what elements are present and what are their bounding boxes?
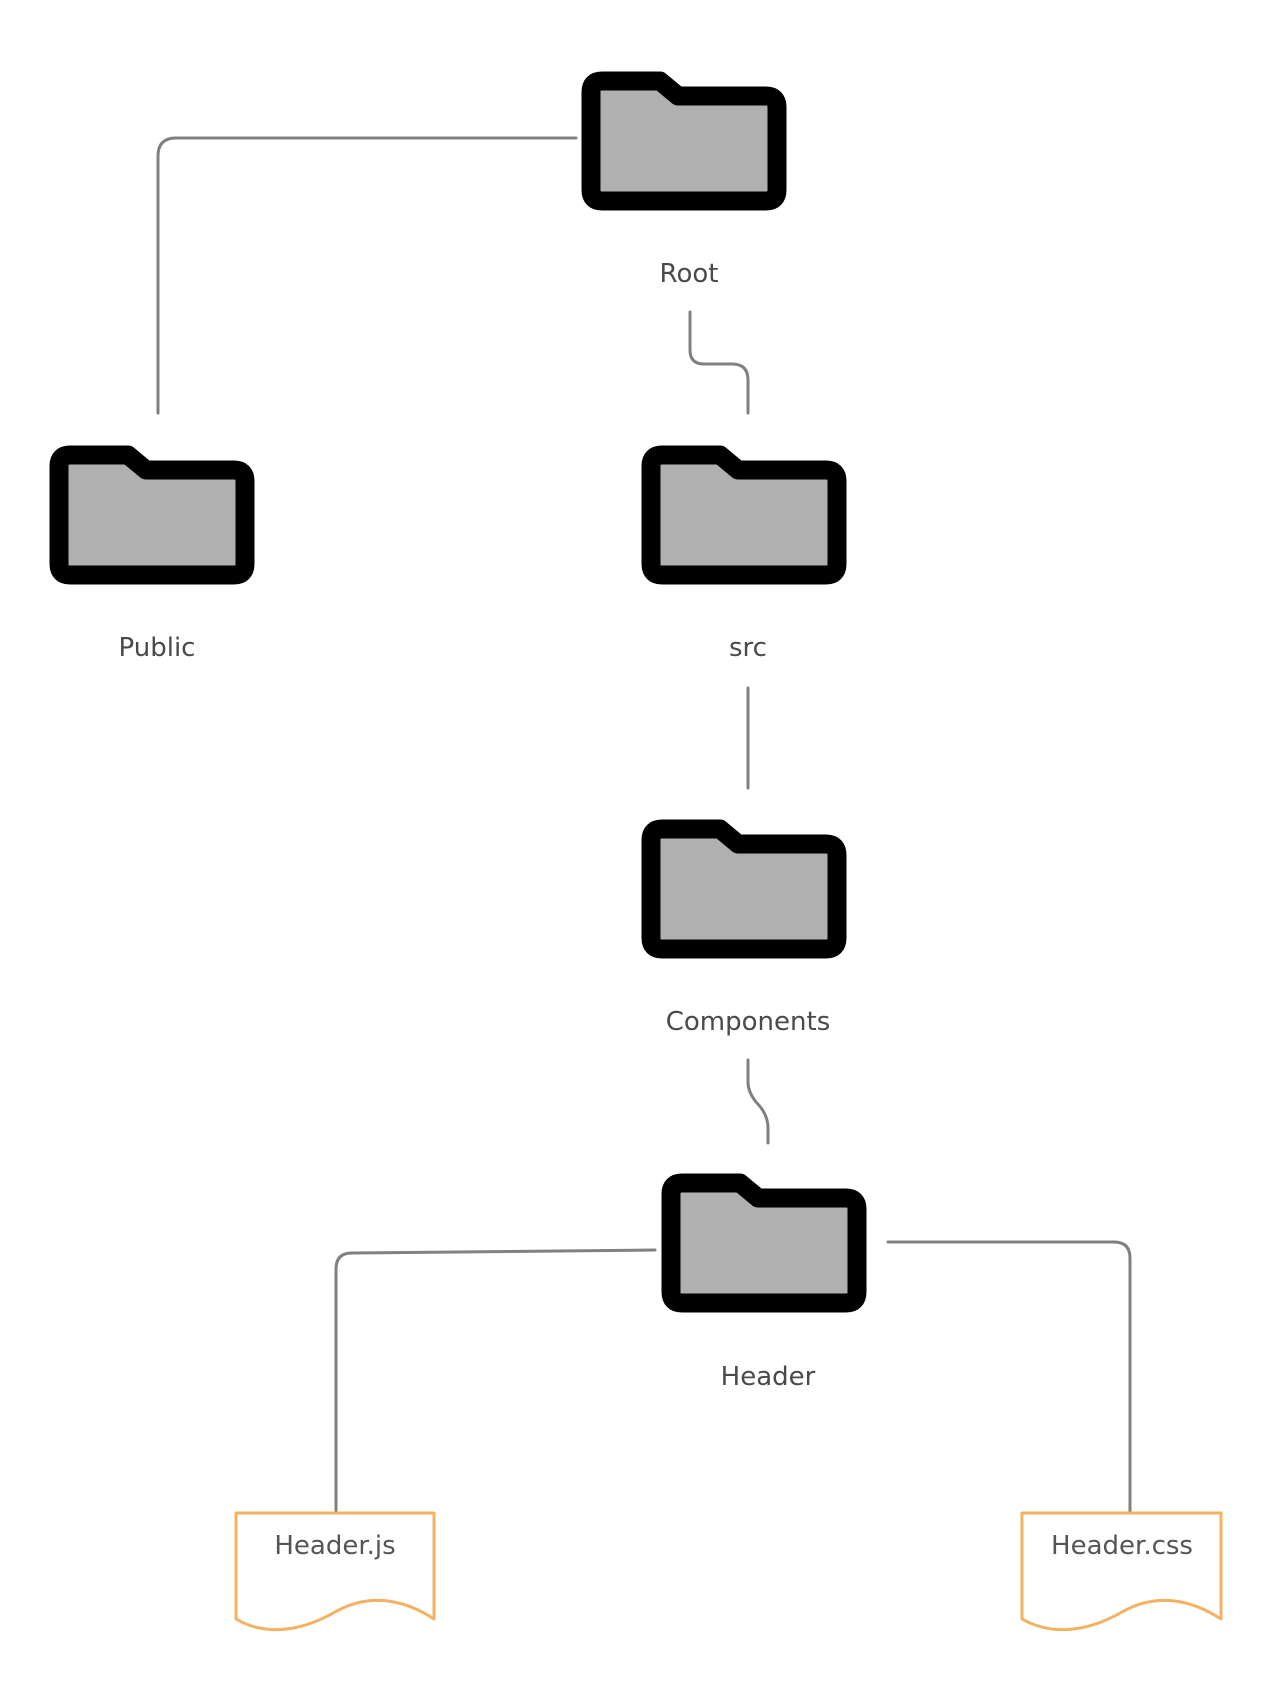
connector-header-headerjs: [334, 1248, 657, 1523]
connector-root-public: [156, 136, 578, 415]
folder-label-src: src: [729, 633, 767, 663]
document-icon: [1020, 1511, 1223, 1632]
folder-icon: [641, 819, 847, 959]
file-label-header-js: Header.js: [274, 1531, 396, 1561]
connector-header-headercss: [886, 1240, 1132, 1523]
folder-icon: [661, 1173, 867, 1313]
folder-icon: [49, 445, 255, 585]
folder-label-header: Header: [720, 1362, 816, 1392]
connector-components-header: [746, 1058, 770, 1145]
document-icon: [234, 1511, 436, 1632]
folder-label-components: Components: [665, 1007, 831, 1037]
folder-icon: [581, 71, 787, 211]
folder-label-root: Root: [659, 259, 719, 289]
connector-root-src: [688, 310, 750, 415]
folder-icon: [641, 445, 847, 585]
folder-label-public: Public: [118, 633, 196, 663]
file-label-header-css: Header.css: [1051, 1531, 1193, 1561]
